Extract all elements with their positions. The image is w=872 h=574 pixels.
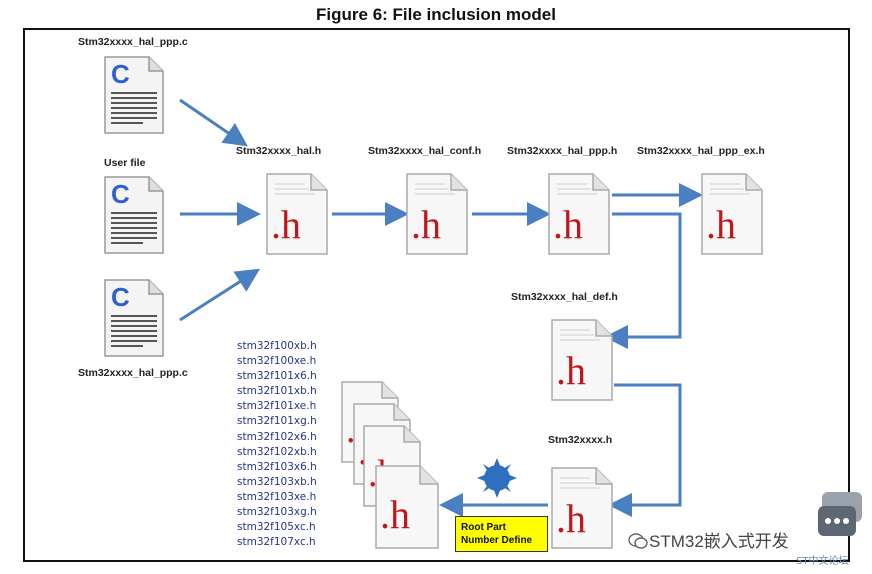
part-header-item: stm32f103x6.h — [237, 460, 317, 473]
h-glyph: .h — [553, 202, 583, 247]
part-header-item: stm32f102x6.h — [237, 430, 317, 443]
label-hal-conf-h: Stm32xxxx_hal_conf.h — [368, 145, 482, 157]
c-glyph: C — [111, 179, 130, 209]
label-hal-def-h: Stm32xxxx_hal_def.h — [511, 291, 618, 303]
h-glyph: .h — [556, 496, 586, 541]
h-glyph: .h — [411, 202, 441, 247]
forum-chat-icon — [818, 492, 862, 536]
root-part-number-box: Root Part Number Define — [455, 516, 548, 552]
c-glyph: C — [111, 282, 130, 312]
h-file-icon: .h — [551, 319, 613, 401]
part-header-list: stm32f100xb.h stm32f100xe.h stm32f101x6.… — [237, 339, 317, 550]
arrow-def-h-to-stm32xxxx-h — [608, 383, 682, 517]
part-header-item: stm32f103xb.h — [237, 475, 317, 488]
h-file-icon: .h — [551, 467, 613, 549]
c-file-icon: C — [104, 176, 164, 254]
label-hal-ppp-c-top: Stm32xxxx_hal_ppp.c — [78, 36, 188, 48]
part-header-item: stm32f100xb.h — [237, 340, 317, 352]
root-box-line1: Root Part — [461, 522, 506, 533]
h-file-icon: .h — [701, 173, 763, 255]
label-hal-ppp-c-bottom: Stm32xxxx_hal_ppp.c — [78, 367, 188, 379]
h-glyph: .h — [556, 348, 586, 393]
part-header-item: stm32f101xg.h — [237, 415, 317, 428]
c-file-icon: C — [104, 279, 164, 357]
c-file-icon: C — [104, 56, 164, 134]
arrow-ppp-c-to-hal-h — [179, 98, 248, 147]
part-header-item: stm32f101x6.h — [237, 370, 317, 383]
figure-title: Figure 6: File inclusion model — [316, 5, 556, 24]
label-user-file: User file — [104, 157, 146, 169]
part-header-item: stm32f102xb.h — [237, 445, 317, 458]
part-header-stack-icon: .h .h .h .h — [341, 381, 439, 549]
part-header-item: stm32f101xb.h — [237, 385, 317, 398]
h-glyph: .h — [380, 492, 410, 537]
root-box-line2: Number Define — [461, 535, 533, 546]
label-stm32xxxx-h: Stm32xxxx.h — [548, 434, 613, 446]
watermark-text: STM32嵌入式开发 — [649, 532, 789, 551]
forum-name: ST中文论坛 — [796, 556, 849, 567]
part-header-item: stm32f103xe.h — [237, 490, 317, 503]
figure-frame — [23, 28, 850, 562]
label-hal-ppp-h: Stm32xxxx_hal_ppp.h — [507, 145, 618, 157]
part-header-item: stm32f105xc.h — [237, 521, 316, 534]
h-file-icon: .h — [266, 173, 328, 255]
part-header-item: stm32f100xe.h — [237, 355, 317, 368]
h-file-icon: .h — [548, 173, 610, 255]
wechat-icon — [628, 533, 648, 549]
h-glyph: .h — [271, 202, 301, 247]
c-glyph: C — [111, 59, 130, 89]
arrow-ppp-c-bottom-to-hal-h — [179, 268, 261, 322]
h-glyph: .h — [706, 202, 736, 247]
gear-icon — [477, 458, 517, 498]
label-hal-h: Stm32xxxx_hal.h — [236, 145, 322, 157]
part-header-item: stm32f103xg.h — [237, 506, 317, 519]
h-file-icon: .h — [406, 173, 468, 255]
part-header-item: stm32f107xc.h — [237, 536, 316, 549]
label-hal-ppp-ex-h: Stm32xxxx_hal_ppp_ex.h — [637, 145, 765, 157]
arrow-ppp-h-to-def-h — [604, 212, 682, 349]
part-header-item: stm32f101xe.h — [237, 400, 317, 413]
